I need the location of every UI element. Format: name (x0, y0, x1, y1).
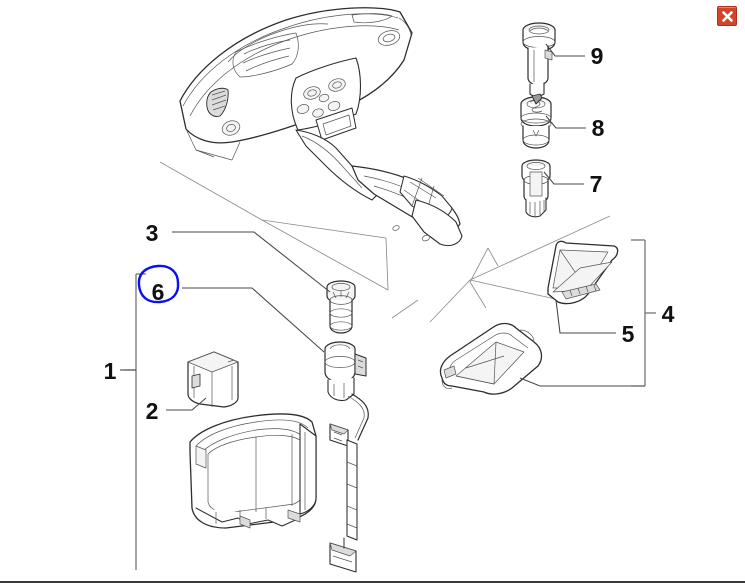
part-upper-tray (547, 240, 619, 305)
part-cigarette-lighter-plug (522, 22, 556, 105)
part-upper-socket-cap (326, 280, 356, 334)
callout-label-9: 9 (591, 43, 604, 69)
callout-number-9[interactable]: 9 (591, 43, 604, 69)
group-1-bracket (124, 273, 146, 570)
callout-number-4[interactable]: 4 (662, 301, 675, 327)
highlight-annotation-circle (137, 264, 180, 304)
close-x-icon (721, 10, 733, 22)
callout-label-8: 8 (592, 115, 605, 141)
part-socket-cap (520, 96, 552, 149)
callout-number-7[interactable]: 7 (590, 171, 603, 197)
part-console-housing (189, 413, 317, 529)
callout-number-1[interactable]: 1 (104, 358, 117, 384)
part-power-socket-with-harness (324, 341, 369, 573)
callout-label-2: 2 (146, 398, 159, 424)
close-button[interactable] (717, 6, 737, 26)
callout-number-8[interactable]: 8 (592, 115, 605, 141)
callout-label-1: 1 (104, 358, 117, 384)
callout-leader-lines (120, 43, 645, 411)
callout-number-5[interactable]: 5 (622, 321, 635, 347)
part-ashtray-insert-cup (187, 351, 239, 408)
dashboard-console-illustration (179, 7, 463, 247)
group-4-bracket (631, 239, 656, 387)
callout-number-6[interactable]: 6 (137, 264, 180, 305)
callout-number-2[interactable]: 2 (146, 398, 159, 424)
callout-label-7: 7 (590, 171, 603, 197)
callout-number-3[interactable]: 3 (146, 220, 159, 246)
callout-label-6: 6 (152, 279, 165, 305)
part-socket-body (521, 159, 551, 218)
callout-label-3: 3 (146, 220, 159, 246)
callout-label-4: 4 (662, 301, 675, 327)
part-lower-tray (439, 322, 543, 395)
callout-label-5: 5 (622, 321, 635, 347)
assembly-reference-lines (159, 161, 611, 323)
